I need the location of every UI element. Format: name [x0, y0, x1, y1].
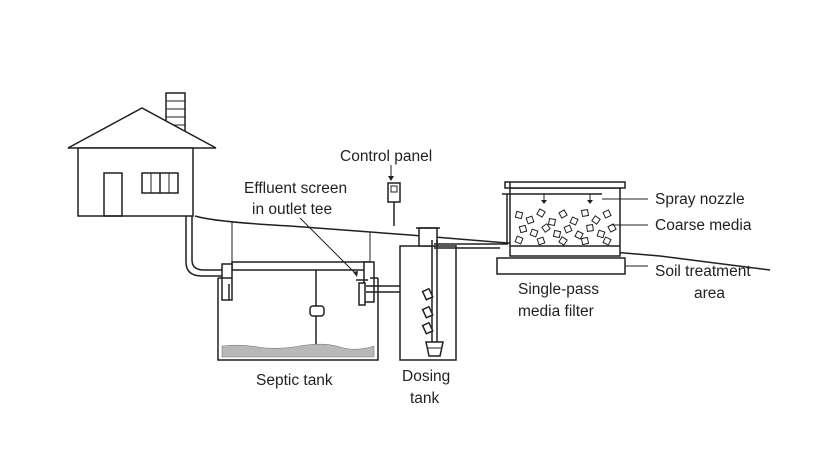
label-control-panel: Control panel	[340, 148, 432, 165]
ground-line	[194, 215, 771, 271]
sludge-layer	[221, 343, 375, 358]
dosing-tank	[399, 227, 457, 361]
label-spray-nozzle: Spray nozzle	[655, 191, 745, 208]
label-soil-treatment-1: Soil treatment	[655, 263, 751, 280]
label-coarse-media: Coarse media	[655, 217, 752, 234]
label-dosing-tank-2: tank	[410, 390, 440, 407]
coarse-media	[514, 208, 617, 246]
house-wall	[77, 147, 194, 217]
label-media-filter-2: media filter	[518, 303, 594, 320]
house-sewer-pipe	[185, 216, 222, 277]
label-dosing-tank-1: Dosing	[402, 368, 450, 385]
house-icon	[67, 92, 217, 217]
house-roof	[67, 107, 217, 149]
soil-treatment-area	[496, 257, 626, 275]
label-septic-tank: Septic tank	[256, 372, 333, 389]
label-effluent-screen: Effluent screen	[244, 180, 347, 197]
house-door	[103, 172, 123, 217]
label-effluent-screen-line1: Effluent screen	[244, 180, 347, 197]
control-panel-icon	[387, 182, 401, 226]
label-effluent-screen-line2: in outlet tee	[252, 201, 332, 218]
label-soil-treatment-2: area	[694, 285, 725, 302]
label-media-filter-1: Single-pass	[518, 281, 599, 298]
label-effluent-screen-2: in outlet tee	[252, 201, 332, 218]
septic-tank	[217, 222, 379, 361]
media-filter	[496, 181, 626, 275]
